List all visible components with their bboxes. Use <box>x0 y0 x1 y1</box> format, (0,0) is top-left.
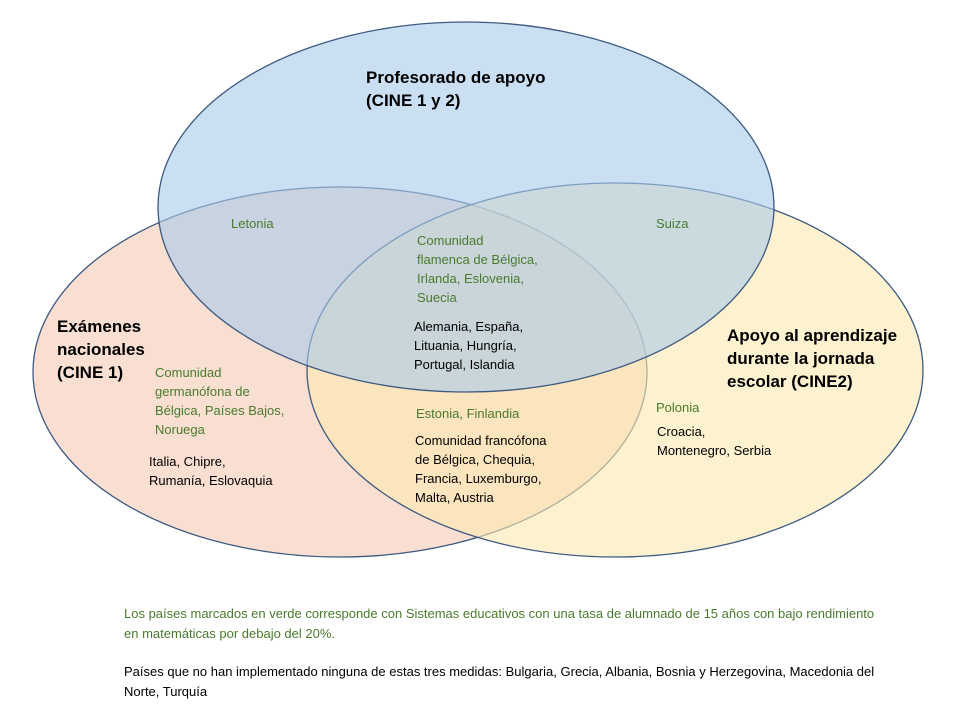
region-right-only-black: Croacia, Montenegro, Serbia <box>657 424 772 458</box>
region-left-only-black: Italia, Chipre, Rumanía, Eslovaquia <box>149 454 273 488</box>
left-set-title: Exámenes nacionales (CINE 1) <box>57 317 145 382</box>
region-center-green: Comunidad flamenca de Bélgica, Irlanda, … <box>417 233 538 305</box>
green-legend-note: Los países marcados en verde corresponde… <box>124 606 875 641</box>
top-set-ellipse <box>157 21 775 393</box>
region-left-right-black: Comunidad francófona de Bélgica, Chequia… <box>415 433 547 505</box>
top-set-title: Profesorado de apoyo (CINE 1 y 2) <box>366 68 546 110</box>
region-top-left-green: Letonia <box>231 216 274 231</box>
no-measures-note: Países que no han implementado ninguna d… <box>124 664 875 699</box>
right-set-title: Apoyo al aprendizaje durante la jornada … <box>727 326 898 391</box>
region-left-right-green: Estonia, Finlandia <box>416 406 520 421</box>
region-left-only-green: Comunidad germanófona de Bélgica, Países… <box>155 365 285 437</box>
region-right-only-green: Polonia <box>656 400 700 415</box>
region-center-black: Alemania, España, Lituania, Hungría, Por… <box>414 319 524 372</box>
region-top-right-green: Suiza <box>656 216 689 231</box>
